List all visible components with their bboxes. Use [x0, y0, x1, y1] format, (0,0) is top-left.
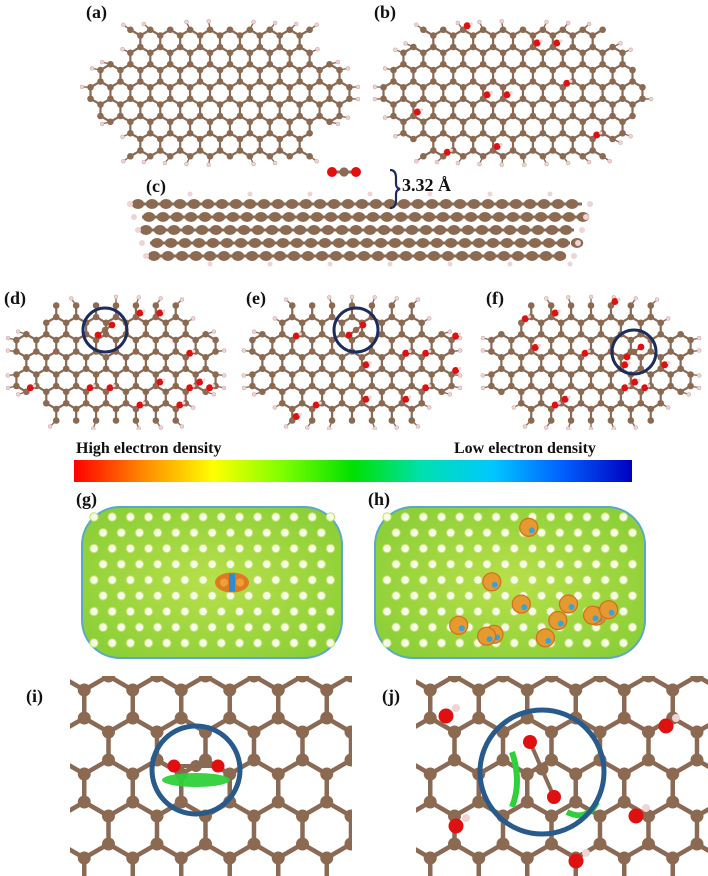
adsorption-site-d [5, 294, 227, 430]
density-surface-g [81, 506, 343, 659]
panel-label-b: (b) [374, 2, 396, 22]
interaction-zoom-j [416, 676, 708, 876]
adsorption-site-e [241, 294, 463, 430]
lattice [480, 294, 702, 430]
panel-label-c: (c) [146, 176, 166, 196]
panel-c [110, 160, 610, 285]
panel-a [80, 0, 360, 170]
adsorption-highlight-circle [610, 328, 658, 376]
panel-g [72, 485, 352, 670]
panel-b [368, 0, 658, 170]
panel-label-h: (h) [368, 489, 390, 509]
panel-i [70, 676, 352, 876]
panel-label-d: (d) [4, 288, 26, 308]
co2-oxygen [327, 167, 337, 177]
graphene-sheet-a [80, 18, 360, 168]
adsorption-highlight-circle [332, 306, 380, 354]
graphene-oxide-sheet-b [372, 18, 654, 168]
panel-label-e: (e) [246, 288, 266, 308]
panel-d [0, 280, 232, 430]
panel-label-j: (j) [382, 686, 400, 706]
adsorption-site-f [480, 294, 702, 430]
co2-carbon [339, 167, 349, 177]
lattice [241, 294, 463, 430]
panel-label-g: (g) [76, 489, 97, 509]
adsorption-highlight-circle [81, 306, 129, 354]
panel-e [236, 280, 468, 430]
panel-j [416, 676, 708, 876]
colorbar-right-label: Low electron density [454, 440, 596, 457]
lattice [372, 18, 654, 168]
interaction-zoom-i [70, 676, 352, 876]
colorbar-left-label: High electron density [76, 440, 222, 457]
colorbar-gradient [74, 460, 632, 482]
density-surface-h [374, 506, 646, 659]
distance-brace [389, 168, 401, 210]
panel-label-f: (f) [486, 288, 504, 308]
panel-label-a: (a) [86, 2, 107, 22]
lattice [5, 294, 227, 430]
panel-h [365, 485, 655, 670]
co2-oxygen [351, 167, 361, 177]
side-view-sheet-c [127, 167, 593, 267]
panel-label-i: (i) [26, 686, 43, 706]
lattice [80, 18, 360, 168]
interaction-highlight-circle [149, 723, 243, 817]
interaction-highlight-circle [477, 707, 607, 837]
adsorption-distance: 3.32 Å [402, 175, 451, 195]
panel-f [474, 280, 708, 430]
